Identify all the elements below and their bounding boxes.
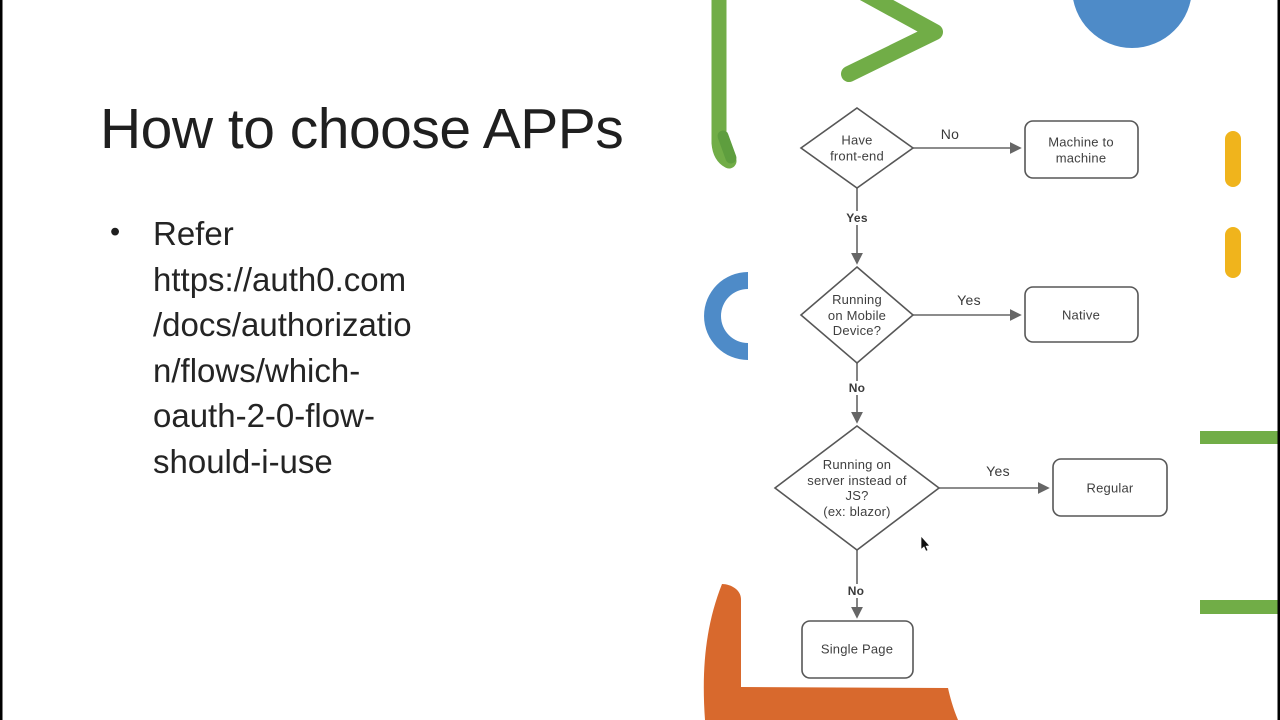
decor-yellow-bar-top (1225, 131, 1241, 187)
bullet-line-url: /docs/authorizatio (153, 306, 412, 344)
decor-blue-half-ring (704, 272, 748, 360)
decor-blue-circle (1073, 0, 1191, 48)
bullet-text: Refer https://auth0.com /docs/authorizat… (153, 211, 498, 485)
box-native (1024, 286, 1139, 343)
label-machine-to-machine: Machine to machine (1048, 134, 1114, 166)
edge-label-yes: Yes (957, 292, 981, 308)
decor-green-edge-bar-bottom (1200, 600, 1280, 614)
bullet-line-url: should-i-use (153, 442, 333, 480)
box-single-page (801, 620, 914, 679)
edge-label-yes: Yes (986, 463, 1010, 479)
bullet-line-url: https://auth0.com (153, 260, 407, 298)
box-machine-to-machine (1024, 120, 1139, 179)
label-native: Native (1061, 307, 1101, 323)
left-edge-strip (0, 0, 3, 720)
label-regular: Regular (1086, 480, 1134, 496)
bullet-line-url: n/flows/which- (153, 351, 361, 389)
bullet-line-url: oauth-2-0-flow- (153, 397, 375, 435)
decor-orange-quarter-ring (703, 584, 958, 720)
right-edge-strip (1277, 0, 1280, 720)
flowchart-connectors (851, 142, 1050, 619)
slide-title: How to choose APPs (100, 97, 624, 161)
edge-label-no: No (844, 584, 868, 598)
edge-label-yes: Yes (843, 211, 871, 225)
decision-have-front-end (799, 107, 915, 189)
edge-label-no: No (845, 381, 869, 395)
mouse-cursor-icon (920, 535, 931, 552)
box-regular (1052, 458, 1168, 517)
decor-green-chevron (841, 0, 943, 82)
label-single-page: Single Page (820, 641, 894, 657)
flowchart-nodes (773, 107, 1168, 679)
decision-running-on-server (773, 424, 941, 552)
bullet-marker: • (110, 216, 121, 248)
label-running-on-mobile: Running on Mobile Device? (827, 291, 887, 338)
decision-running-on-mobile (799, 265, 915, 365)
decor-green-bar-fold (717, 130, 737, 164)
label-have-front-end: Have front-end (830, 132, 884, 164)
decor-yellow-bar-bottom (1225, 227, 1241, 278)
bullet-line: Refer (153, 215, 234, 252)
decor-green-edge-bar-top (1200, 431, 1280, 444)
edge-label-no: No (940, 126, 960, 142)
label-running-on-server: Running on server instead of JS? (ex: bl… (807, 457, 907, 519)
